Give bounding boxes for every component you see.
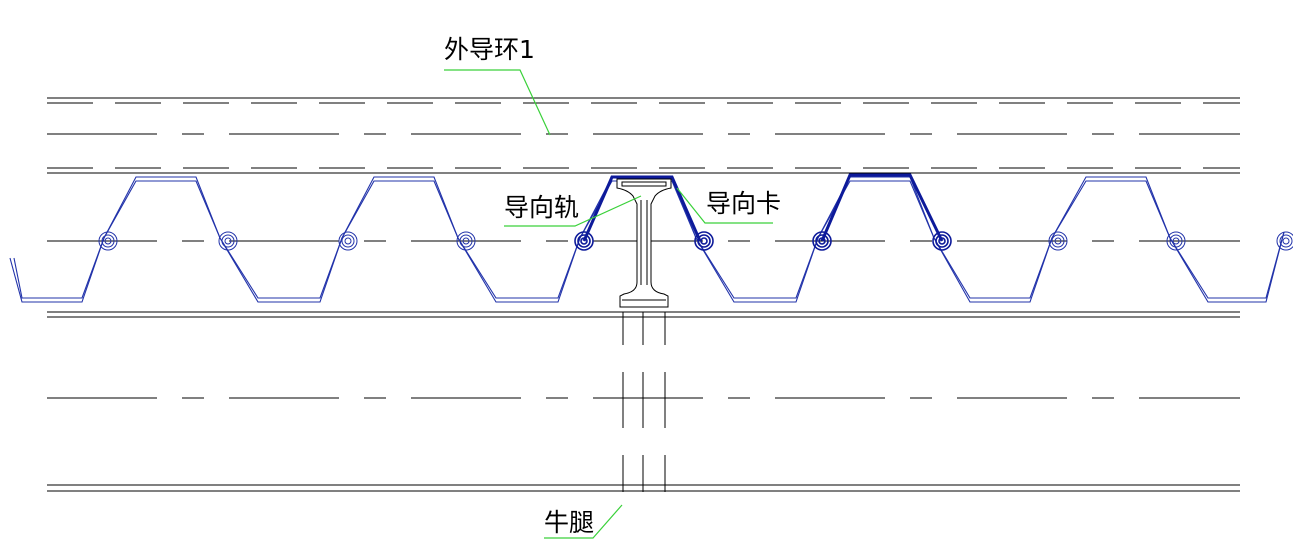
pile-interlock <box>218 231 238 251</box>
guide-clip-label: 导向卡 <box>706 189 781 218</box>
sheet-pile-highlight <box>582 175 702 242</box>
sheet-pile-highlight <box>820 173 944 242</box>
leader-lines <box>444 69 773 539</box>
guide-rail-leader <box>504 195 642 227</box>
bracket-leader <box>544 504 623 539</box>
outer-guide-ring <box>47 97 1240 174</box>
pile-interlock <box>338 231 358 251</box>
pile-interlock <box>574 231 594 251</box>
pile-interlock <box>98 231 118 251</box>
pile-interlock <box>1276 231 1293 251</box>
pile-interlock <box>1166 231 1186 251</box>
guide-rail-label: 导向轨 <box>504 193 579 222</box>
bracket-columns <box>622 312 666 492</box>
guide-rail <box>616 178 672 308</box>
pile-interlock <box>694 231 714 251</box>
outer-ring-label: 外导环1 <box>444 35 535 64</box>
pile-interlock <box>1048 231 1068 251</box>
guide-clip-leader <box>676 187 773 224</box>
bracket-label: 牛腿 <box>544 508 594 537</box>
outer-ring-leader <box>444 69 551 136</box>
pile-interlock <box>456 231 476 251</box>
